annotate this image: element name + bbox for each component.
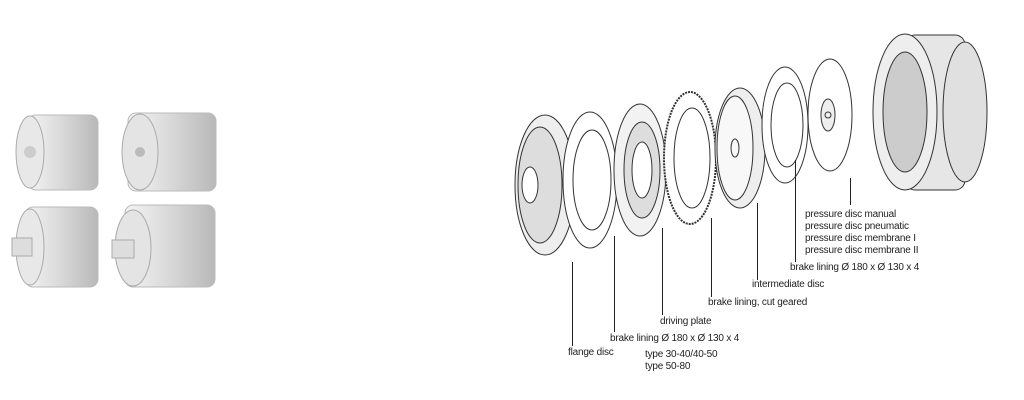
leader-line [711, 218, 712, 297]
flange-disc-part [514, 114, 576, 256]
clutch-thumbnail-3 [11, 206, 99, 288]
label-pressure-disc-membrane-1: pressure disc membrane I [805, 233, 916, 244]
leader-line [572, 262, 573, 346]
clutch-thumbnail-1 [15, 114, 99, 191]
clutch-housing-part [872, 33, 988, 191]
leader-line [795, 160, 796, 262]
clutch-thumbnail-2 [121, 112, 217, 192]
label-pressure-disc-membrane-2: pressure disc membrane II [805, 245, 919, 256]
intermediate-disc-part [714, 87, 766, 209]
leader-line [850, 178, 851, 205]
label-intermediate-disc: intermediate disc [752, 279, 825, 290]
label-type-2: type 50-80 [645, 361, 691, 372]
label-brake-lining-2: brake lining Ø 180 x Ø 130 x 4 [790, 262, 920, 273]
leader-line [757, 203, 758, 280]
label-driving-plate: driving plate [660, 316, 712, 327]
driving-plate-part [613, 103, 667, 237]
pressure-disc-part [807, 58, 853, 172]
brake-lining-2-part [761, 66, 809, 184]
label-brake-lining-1: brake lining Ø 180 x Ø 130 x 4 [610, 333, 740, 344]
brake-lining-1-part [562, 111, 618, 249]
label-flange-disc: flange disc [568, 347, 614, 358]
label-pressure-disc-pneumatic: pressure disc pneumatic [805, 221, 909, 232]
brake-lining-geared-part [663, 91, 717, 225]
label-pressure-disc-manual: pressure disc manual [805, 209, 897, 220]
label-brake-lining-cut: brake lining, cut geared [708, 297, 808, 308]
leader-line [662, 228, 663, 315]
label-type-1: type 30-40/40-50 [645, 349, 718, 360]
clutch-thumbnail-4 [111, 204, 216, 288]
leader-line [614, 236, 615, 332]
